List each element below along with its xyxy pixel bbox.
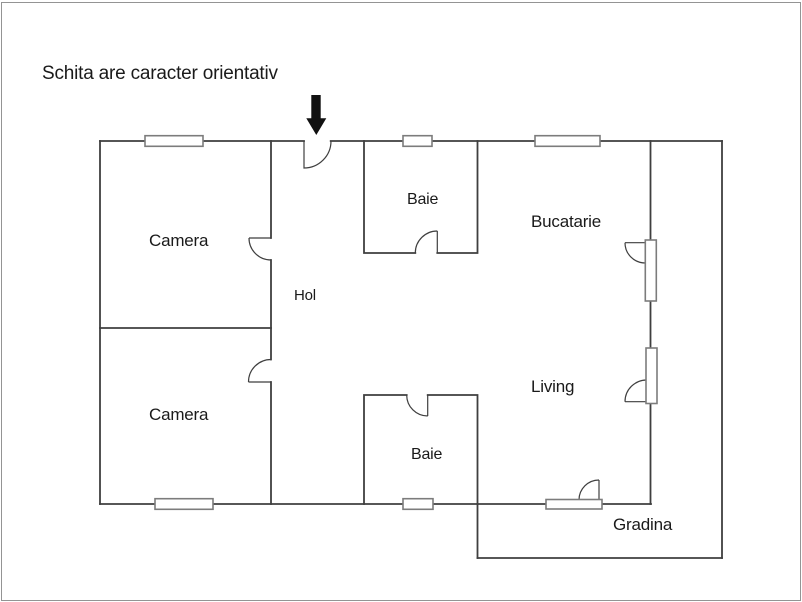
room-label-living: Living (531, 377, 575, 396)
room-label-bucatarie: Bucatarie (531, 212, 602, 231)
entrance-arrow-icon (306, 95, 327, 135)
window-camera-top (144, 134, 204, 148)
disclaimer-text: Schita are caracter orientativ (42, 63, 278, 84)
door-swing-bucatarie-garden (624, 242, 646, 264)
door-swing-living-gradina (578, 479, 600, 501)
room-label-camera-bottom: Camera (149, 405, 209, 424)
door-swing-baie-top (414, 230, 438, 254)
door-threshold-living-gradina (545, 498, 603, 510)
room-label-baie-bottom: Baie (411, 446, 443, 463)
door-swing-baie-bottom (406, 394, 429, 417)
door-swing-camera-top (248, 237, 272, 261)
baie-top-walls (363, 140, 479, 254)
door-swing-entrance (303, 140, 332, 169)
room-label-baie-top: Baie (407, 191, 439, 208)
baie-bottom-walls (363, 394, 479, 505)
room-label-hol: Hol (294, 287, 316, 304)
doors (247, 140, 647, 501)
window-baie-top (402, 134, 433, 148)
window-french-bucatarie (644, 239, 658, 302)
windows (144, 134, 658, 511)
window-baie-bottom (402, 497, 434, 511)
door-swing-living-garden (624, 379, 647, 403)
window-camera-bottom (154, 497, 214, 511)
window-bucatarie (534, 134, 601, 148)
door-swing-camera-bottom (247, 358, 272, 383)
room-label-camera-top: Camera (149, 231, 209, 250)
room-label-gradina: Gradina (613, 515, 673, 534)
window-french-living (645, 347, 658, 405)
